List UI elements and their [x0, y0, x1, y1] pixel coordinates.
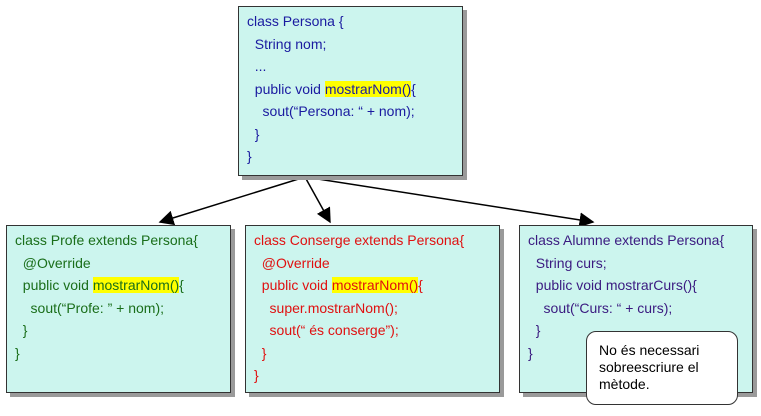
highlighted-method: mostrarNom() [324, 80, 412, 97]
code-line: sout(“Profe: ” + nom); [15, 299, 164, 316]
class-persona-box: class Persona { String nom; ... public v… [238, 6, 463, 176]
method-signature: public void mostrarNom(){ [15, 274, 230, 297]
code-line: sout(“ és conserge”); [254, 322, 399, 338]
highlighted-method: mostrarNom() [92, 277, 180, 293]
code-text: public void [254, 277, 332, 293]
code-text: { [179, 277, 184, 293]
class-conserge-box: class Conserge extends Persona{ @Overrid… [245, 225, 500, 393]
code-line: } [247, 148, 252, 164]
code-line: } [15, 322, 28, 338]
code-line: } [528, 322, 541, 338]
code-line: super.mostrarNom(); [254, 299, 398, 316]
code-line: } [247, 125, 260, 142]
code-line: sout(“Curs: “ + curs); [528, 299, 673, 316]
code-line: } [254, 367, 259, 383]
code-text: { [418, 277, 423, 293]
code-line: @Override [254, 254, 330, 271]
method-signature: public void mostrarNom(){ [247, 78, 462, 101]
method-signature: public void mostrarNom(){ [254, 274, 499, 297]
note-line: mètode. [599, 376, 650, 392]
arrow-to-profe [158, 176, 306, 226]
code-line: } [254, 344, 267, 361]
code-line: public void mostrarCurs(){ [528, 277, 697, 293]
code-line: class Conserge extends Persona{ [254, 232, 465, 248]
code-line: class Persona { [247, 13, 344, 29]
class-alumne-box: class Alumne extends Persona{ String cur… [519, 225, 753, 393]
arrow-to-conserge [304, 176, 331, 224]
code-text: public void [15, 277, 93, 293]
code-line: class Alumne extends Persona{ [528, 232, 725, 248]
code-text: public void [247, 80, 325, 97]
code-line: class Profe extends Persona{ [15, 232, 198, 248]
code-line: String nom; [247, 35, 327, 52]
code-line: } [15, 344, 20, 361]
callout-note: No és necessari sobreescriure el mètode. [586, 331, 738, 405]
code-line: @Override [15, 254, 91, 271]
note-line: sobreescriure el [599, 359, 699, 375]
code-line: ... [247, 58, 267, 74]
class-profe-box: class Profe extends Persona{ @Override p… [6, 225, 231, 393]
arrow-to-alumne [304, 176, 595, 228]
code-text: { [411, 80, 416, 97]
code-line: sout(“Persona: “ + nom); [247, 103, 415, 119]
note-line: No és necessari [599, 342, 700, 358]
code-line: String curs; [528, 254, 607, 271]
code-line: } [528, 344, 533, 361]
highlighted-method: mostrarNom() [331, 277, 419, 293]
